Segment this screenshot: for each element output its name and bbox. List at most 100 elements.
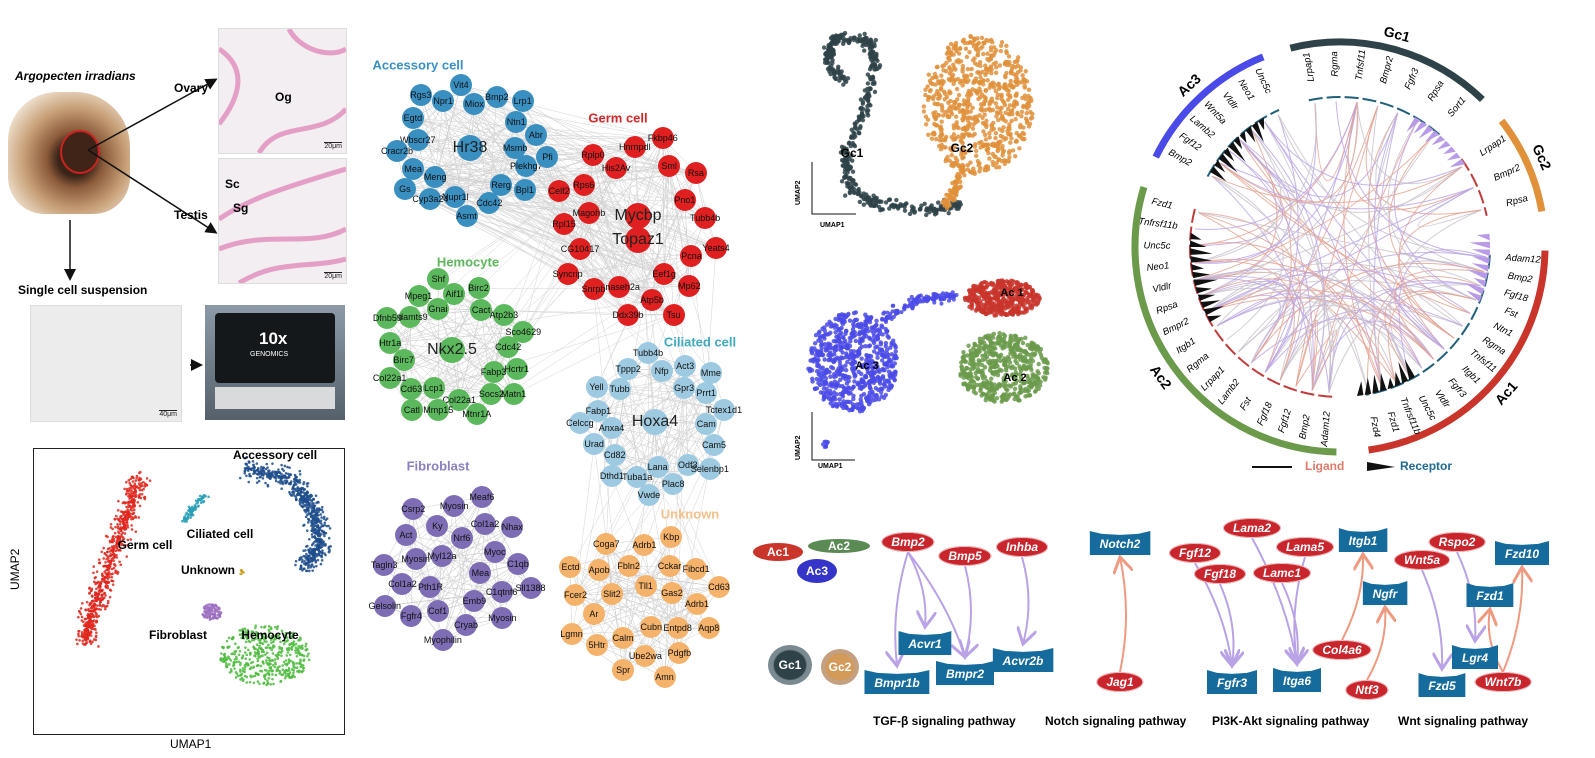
ligand-col4a6: Col4a6 — [1312, 640, 1372, 660]
network-edge — [524, 189, 639, 217]
network-edge — [592, 154, 620, 287]
network-edge — [405, 496, 483, 536]
network-edge — [390, 309, 482, 343]
network-edge — [459, 314, 505, 400]
network-edge — [413, 168, 696, 173]
network-edge — [430, 523, 486, 587]
network-edge — [596, 536, 672, 645]
ligand-rspo2: Rspo2 — [1428, 532, 1486, 552]
network-edge — [417, 139, 584, 186]
network-edge — [611, 370, 662, 429]
accessory-cluster — [238, 455, 332, 573]
network-edge — [402, 572, 481, 585]
pathway-title-tgfb: TGF-β signaling pathway — [873, 714, 1016, 728]
ligand-lamc1: Lamc1 — [1252, 563, 1312, 583]
network-edge — [599, 569, 678, 628]
gc2-tail — [940, 161, 967, 211]
network-edge — [662, 138, 706, 218]
network-edge — [474, 103, 526, 190]
network-edge — [619, 388, 725, 411]
network-edge — [415, 523, 486, 559]
arrow-bmp5-bmpr2 — [965, 565, 971, 657]
ligand-lama2: Lama2 — [1222, 518, 1282, 538]
network-edge — [459, 309, 482, 400]
sg-label: Sg — [233, 201, 249, 215]
network-edge — [453, 505, 502, 593]
unknown-cluster — [239, 568, 245, 576]
network-edge — [405, 534, 502, 593]
network-edge — [644, 545, 665, 678]
network-edge — [466, 215, 629, 316]
network-edge — [597, 627, 678, 645]
network-edge — [413, 509, 481, 574]
germ-cluster — [75, 470, 152, 648]
ciliated-cluster — [181, 493, 210, 523]
network-edge — [593, 586, 720, 614]
ac3-stem — [880, 290, 959, 324]
network-edge — [384, 555, 443, 606]
network-edge — [402, 583, 502, 593]
network-edge — [614, 423, 707, 455]
arrow-ntf3-ngfr — [1366, 607, 1385, 681]
network-edge — [437, 563, 519, 612]
umap-axis — [811, 412, 855, 461]
pathway-title-pi3k: PI3K-Akt signaling pathway — [1212, 714, 1370, 728]
network-edge — [434, 101, 444, 177]
hemocyte-cluster — [219, 624, 311, 687]
network-edge — [622, 566, 629, 671]
network-edge — [664, 593, 673, 678]
gc1-cluster — [821, 30, 963, 218]
network-edge — [500, 184, 581, 250]
suspension-label: Single cell suspension — [18, 283, 148, 297]
testis-micrograph: Sc Sg 20μm — [218, 158, 347, 284]
suspension-image: 40μm — [30, 305, 182, 422]
ac3-cluster — [806, 310, 899, 414]
network-edge — [570, 567, 624, 639]
ovary-label: Ovary — [174, 81, 209, 95]
scale-bar: 20μm — [324, 272, 342, 280]
scale-bar: 40μm — [159, 410, 177, 418]
ligand-lama5: Lama5 — [1275, 537, 1335, 557]
network-edge — [411, 537, 463, 617]
network-edge — [570, 567, 598, 645]
tenx-logo: 10x — [259, 329, 288, 348]
network-edge — [634, 147, 692, 257]
network-edge — [387, 318, 460, 401]
umap-xlabel: UMAP1 — [170, 737, 212, 751]
ligand-fgf18: Fgf18 — [1193, 564, 1247, 584]
network-edge — [430, 526, 513, 588]
testis-label: Testis — [174, 208, 208, 222]
ligand-jag1: Jag1 — [1096, 672, 1144, 692]
network-edge — [668, 166, 692, 257]
ligand-wnt7b: Wnt7b — [1474, 672, 1532, 692]
network-edge — [567, 255, 692, 275]
network-edge — [411, 572, 481, 617]
arrow-inhba-acvr2b — [1022, 556, 1029, 644]
cell-ac1: Ac1 — [753, 543, 803, 561]
cell-gc2: Gc2 — [821, 649, 859, 685]
network-edge — [651, 247, 717, 300]
network-edge — [593, 565, 670, 614]
network-edge — [402, 583, 503, 619]
network-edge — [605, 543, 646, 656]
network-edge — [405, 534, 495, 552]
ac3-outlier — [821, 439, 830, 450]
network-edge — [489, 154, 593, 204]
network-edge — [409, 316, 524, 332]
network-edge — [516, 121, 717, 248]
network-edge — [593, 288, 674, 315]
cell-gc1: Gc1 — [768, 645, 812, 685]
network-edge — [404, 188, 674, 315]
umap-cell-types — [33, 448, 345, 735]
network-edge — [455, 167, 617, 198]
10x-instrument: 10x GENOMICS — [205, 305, 345, 420]
cell-ac3: Ac3 — [797, 559, 837, 583]
network-edge — [663, 166, 670, 275]
pathway-title-notch: Notch signaling pathway — [1045, 714, 1187, 728]
arrow-wnt7b-fzd10 — [1502, 567, 1522, 673]
fibroblast-cluster — [201, 603, 223, 621]
network-edge — [441, 555, 503, 619]
network-edge — [571, 592, 673, 635]
gc2-cluster — [921, 33, 1035, 177]
network-edge — [441, 555, 467, 626]
